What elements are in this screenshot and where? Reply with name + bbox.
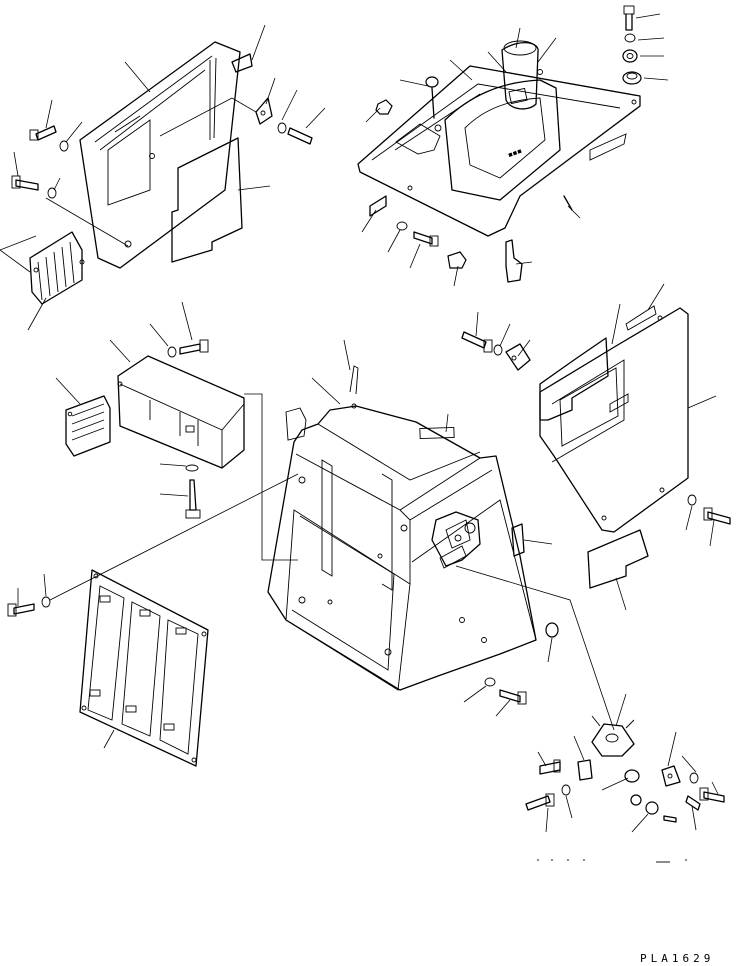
hinge-plate-left <box>577 759 593 781</box>
leader-lines-center <box>311 339 615 731</box>
hinge-cap-small <box>630 794 642 806</box>
leader-lines-bottom-left <box>17 473 299 749</box>
leader-lines-right <box>475 283 717 611</box>
leader-lines-top-left <box>0 24 326 331</box>
hinge-pin <box>685 795 701 811</box>
side-cover-insulation-pad <box>171 137 243 263</box>
door-lower-pad <box>587 529 649 589</box>
top-cover-spacer <box>369 195 387 217</box>
door-plate-bolt <box>461 331 503 356</box>
svg-text:▪▪▪: ▪▪▪ <box>507 147 523 159</box>
top-stack-rubber-mount <box>622 71 642 85</box>
bolt-cover-upper <box>29 125 69 152</box>
side-cover-clip <box>231 53 253 73</box>
top-stack-nut <box>622 49 638 63</box>
hinge-clamp <box>591 715 635 757</box>
left-side-cover-panel <box>79 41 241 269</box>
top-stack-washer <box>624 33 636 43</box>
cab-frame <box>267 365 537 691</box>
rear-panel-bolt-washer <box>7 596 51 617</box>
hinge-bushing <box>624 769 640 783</box>
top-cover-nut-left <box>375 99 393 115</box>
hinge-cap <box>645 801 677 823</box>
hinge-bolt-right <box>689 772 725 803</box>
hinge-bolt-left-lower <box>525 784 571 811</box>
door-bolt-washer <box>687 494 731 525</box>
door-lock-plate <box>505 343 531 371</box>
cab-mount-bracket <box>431 511 481 567</box>
front-box-lower-bolt <box>185 464 201 519</box>
front-box-housing <box>117 355 245 469</box>
front-lamp-grille <box>65 395 111 457</box>
leader-lines-top-right <box>361 13 669 287</box>
side-grille <box>29 231 85 305</box>
top-cover-panel: ▪▪▪ <box>357 40 641 237</box>
cab-side-bracket <box>511 523 525 557</box>
bolt-cover-right <box>277 122 313 145</box>
hinge-dots <box>537 859 687 863</box>
cab-bolt-washer <box>484 677 527 705</box>
hinge-bolt-left-upper <box>539 759 561 775</box>
top-stack-bolt <box>623 5 635 31</box>
right-side-door-panel <box>539 305 689 533</box>
rear-frame-panel <box>79 569 209 767</box>
front-box-bolt <box>167 339 209 358</box>
side-cover-bracket <box>255 97 273 125</box>
leader-lines-bottom-right <box>537 693 719 833</box>
top-cover-bolt-washer <box>396 221 439 247</box>
hinge-plate-right <box>661 765 681 787</box>
top-cover-knob <box>425 76 439 119</box>
leader-lines-mid-left <box>55 301 298 561</box>
door-insulation-pad <box>539 337 609 421</box>
drawing-code: PLA1629 <box>640 952 715 965</box>
top-cover-cap <box>447 251 467 269</box>
bolt-cover-lower <box>11 175 57 199</box>
top-cover-latch <box>505 195 573 283</box>
cab-mount-nut <box>545 622 559 638</box>
